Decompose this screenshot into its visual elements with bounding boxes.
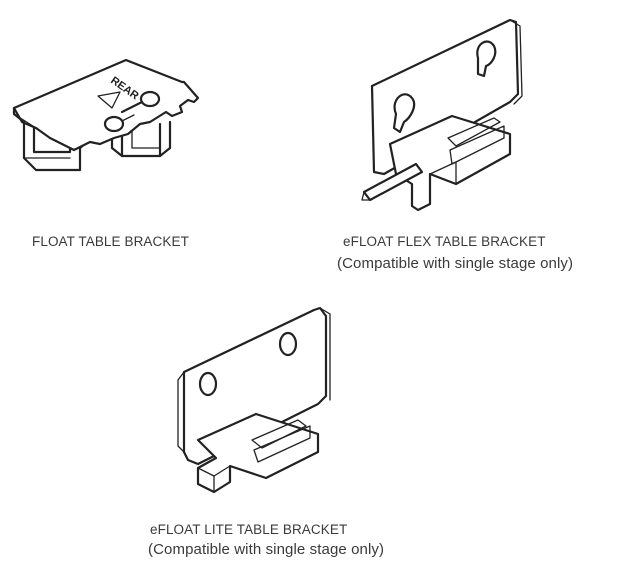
efloat-lite-table-bracket-note: (Compatible with single stage only) xyxy=(148,541,385,558)
float-table-bracket-title: FLOAT TABLE BRACKET xyxy=(32,234,189,249)
float-table-bracket-illustration: REAR xyxy=(10,52,210,202)
efloat-flex-table-bracket-caption: eFLOAT FLEX TABLE BRACKET (Compatible wi… xyxy=(337,234,573,272)
efloat-lite-table-bracket-title: eFLOAT LITE TABLE BRACKET xyxy=(150,522,348,537)
efloat-flex-table-bracket-illustration xyxy=(360,14,540,214)
efloat-lite-table-bracket-caption: eFLOAT LITE TABLE BRACKET (Compatible wi… xyxy=(148,522,385,558)
float-table-bracket-caption: FLOAT TABLE BRACKET xyxy=(32,234,189,249)
efloat-flex-table-bracket-note: (Compatible with single stage only) xyxy=(337,255,574,272)
efloat-flex-table-bracket-title: eFLOAT FLEX TABLE BRACKET xyxy=(343,234,546,249)
efloat-lite-table-bracket-illustration xyxy=(168,300,358,500)
